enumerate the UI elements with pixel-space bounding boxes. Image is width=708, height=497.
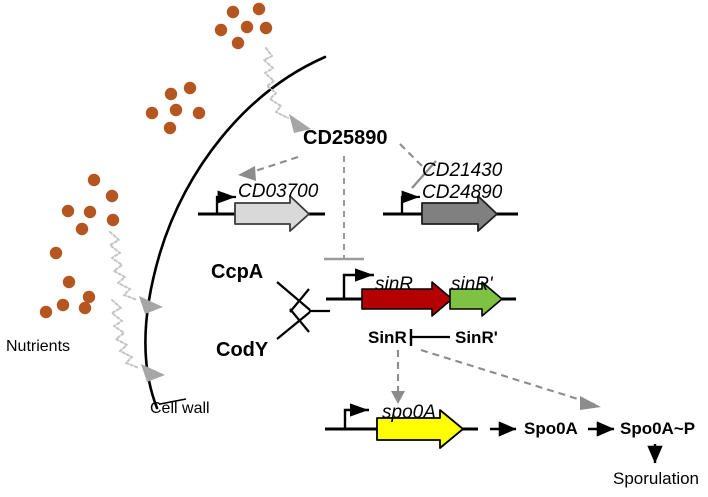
sporulation-label: Sporulation: [613, 469, 700, 488]
nutrient-dot: [62, 275, 76, 289]
cell-wall-label: Cell wall: [150, 400, 210, 417]
nutrient-dot: [105, 189, 119, 203]
nutrient-dot: [49, 246, 63, 260]
sinr-prime-protein-label: SinR': [455, 328, 498, 347]
edge-cd25890-to-cd03700: [238, 156, 299, 181]
nutrients-label: Nutrients: [6, 338, 71, 355]
cody-label: CodY: [216, 339, 269, 361]
edge-cd25890-to-sinr: [324, 156, 364, 261]
operon-spo0a: [325, 403, 478, 449]
nutrient-dot: [106, 213, 120, 227]
nutrient-dot: [83, 205, 97, 219]
sinr-protein-label: SinR: [368, 328, 407, 347]
operon-sinr: [326, 268, 516, 317]
nutrient-dot: [56, 298, 70, 312]
nutrient-dot: [231, 36, 245, 50]
edge-cd25890-to-cd21430: [399, 143, 437, 189]
nutrient-dot: [169, 103, 183, 117]
nutrient-dot: [39, 305, 53, 319]
cd24890-label: CD24890: [422, 182, 503, 203]
cell-wall-arc: [144, 55, 327, 410]
nutrient-dot: [78, 301, 92, 315]
cd25890-label: CD25890: [303, 127, 388, 149]
nutrient-dot: [226, 5, 240, 19]
edge-sinrprime-to-spo0ap: [420, 348, 601, 410]
nutrient-dot: [82, 290, 96, 304]
cell-wall-leader-line: [159, 398, 187, 405]
edge-sinrprime-to-sinr: [409, 329, 450, 346]
nutrient-dot: [240, 20, 254, 34]
sinr-prime-gene-label: sinR': [451, 274, 493, 295]
edge-sinr-to-spo0a: [391, 350, 405, 404]
nutrient-dot: [183, 81, 197, 95]
nutrient-dot: [61, 204, 75, 218]
operon-cd03700: [198, 190, 325, 232]
nutrient-dot: [163, 121, 177, 135]
cd21430-label: CD21430: [422, 160, 503, 181]
nutrient-dot: [145, 106, 159, 120]
edge-cody-to-sinr: [276, 308, 311, 340]
ccpa-label: CcpA: [211, 261, 264, 283]
nutrient-signal-squiggle-bottom: [111, 299, 165, 382]
cd03700-label: CD03700: [238, 181, 319, 202]
nutrient-dot: [87, 173, 101, 187]
nutrient-dot: [252, 2, 266, 16]
nutrient-dot: [192, 106, 206, 120]
nutrient-dots: [39, 2, 273, 319]
nutrient-dot: [259, 21, 273, 35]
spo0a-protein-label: Spo0A: [524, 419, 578, 438]
sinr-gene-label: sinR: [375, 274, 414, 295]
nutrient-dot: [75, 222, 89, 236]
nutrient-signal-squiggle-middle: [109, 231, 163, 314]
spo0a-gene-label: spo0A: [382, 402, 436, 423]
nutrient-dot: [164, 87, 178, 101]
operon-cd24890: [383, 190, 518, 232]
nutrient-dot: [214, 23, 228, 37]
nutrient-signal-squiggle-top: [263, 47, 311, 133]
spo0a-p-label: Spo0A~P: [620, 419, 696, 438]
edge-ccpa-to-sinr: [276, 281, 311, 313]
